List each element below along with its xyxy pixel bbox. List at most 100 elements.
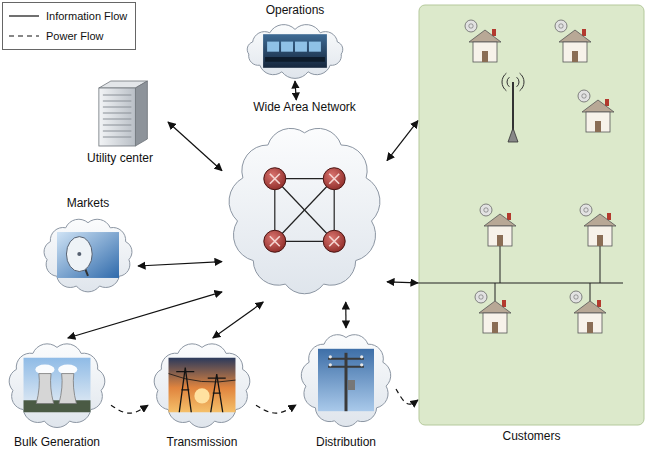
- radio-wave: [507, 77, 509, 87]
- house-door: [597, 235, 603, 246]
- router-arrows: [270, 236, 280, 246]
- network-cloud: Wide Area Network: [222, 100, 387, 302]
- smart-meter-dish: [570, 291, 582, 303]
- distribution-cloud: Distribution: [296, 328, 396, 450]
- monitor-screen: [295, 42, 307, 52]
- network-link: [275, 179, 334, 242]
- information-flow-arrow: [138, 262, 222, 266]
- information-flow-arrow: [168, 122, 222, 171]
- service-drop: [495, 283, 496, 301]
- plant-ground: [24, 400, 91, 412]
- house-wall: [483, 313, 507, 333]
- information-flow-arrow: [213, 302, 263, 338]
- market-picture: [57, 232, 119, 278]
- cloud-outline: [154, 344, 250, 428]
- house-chimney: [597, 300, 601, 307]
- cloud-outline: [301, 335, 390, 427]
- smart-meter-dish: [480, 204, 492, 216]
- distribution-picture: [318, 349, 374, 411]
- service-drop: [500, 246, 501, 283]
- dish-center: [479, 295, 483, 299]
- legend-line-sample: [9, 35, 39, 36]
- service-drop: [600, 246, 601, 283]
- house-door: [482, 51, 488, 62]
- node-label: Distribution: [316, 435, 376, 450]
- building-front: [99, 88, 135, 146]
- house-door: [572, 51, 578, 62]
- satellite-dish: [66, 237, 92, 272]
- router-symbol: [323, 230, 345, 252]
- pole-crossarm: [328, 358, 364, 360]
- building-vent: [103, 137, 131, 138]
- radio-wave: [520, 73, 524, 91]
- power-flow-line: [396, 389, 418, 404]
- dish-center: [469, 24, 473, 28]
- house-chimney: [607, 213, 611, 220]
- cloud-outline: [9, 344, 105, 428]
- generation-cloud: Bulk Generation: [3, 338, 111, 450]
- node-label: Bulk Generation: [14, 435, 100, 450]
- legend-line-sample: [9, 15, 39, 16]
- smart-meter-dish: [555, 20, 567, 32]
- router-symbol: [264, 168, 286, 190]
- service-drop: [590, 283, 591, 301]
- customer-area: [419, 5, 644, 425]
- router-arrows: [329, 174, 339, 184]
- control-desk: [265, 57, 325, 62]
- house-roof: [582, 100, 614, 112]
- house-wall: [588, 226, 612, 246]
- information-flow-arrow: [387, 282, 418, 283]
- plant-picture: [24, 358, 91, 413]
- pole-crossarm: [328, 366, 364, 368]
- building-side: [135, 81, 147, 146]
- building-vent: [103, 113, 131, 114]
- house-wall: [473, 42, 497, 62]
- steam-plume: [35, 365, 54, 375]
- smart-meter-dish: [475, 291, 487, 303]
- house-door: [492, 322, 498, 333]
- house-wall: [578, 313, 602, 333]
- dish-center: [574, 295, 578, 299]
- steam-plume: [58, 365, 77, 375]
- insulator: [329, 355, 332, 358]
- router-symbol: [323, 168, 345, 190]
- customers-illustration: [418, 4, 645, 444]
- node-label: Operations: [266, 3, 325, 18]
- cloud-outline: [247, 25, 343, 79]
- house-chimney: [582, 29, 586, 36]
- house-roof: [479, 301, 511, 313]
- information-flow-arrow: [295, 81, 296, 100]
- house-wall: [563, 42, 587, 62]
- node-label: Wide Area Network: [253, 100, 356, 115]
- legend-sample: [7, 11, 41, 21]
- building-vent: [103, 119, 131, 120]
- dish-center: [484, 208, 488, 212]
- house-chimney: [492, 29, 496, 36]
- legend-label: Information Flow: [46, 10, 127, 22]
- router-arrows: [329, 236, 339, 246]
- cloud-outline: [229, 128, 380, 293]
- building-vent: [103, 131, 131, 132]
- insulator: [360, 363, 363, 366]
- gen-illustration: [3, 338, 111, 450]
- house-roof: [574, 301, 606, 313]
- network-link: [275, 179, 334, 242]
- smart-meter-dish: [578, 90, 590, 102]
- node-label: Customers: [502, 429, 560, 444]
- house-wall: [488, 226, 512, 246]
- transmission-picture: [169, 358, 236, 413]
- house-roof: [559, 30, 591, 42]
- insulator: [360, 355, 363, 358]
- dish-center: [584, 208, 588, 212]
- house-chimney: [605, 99, 609, 106]
- utility-pole: [345, 353, 348, 411]
- house-roof: [469, 30, 501, 42]
- customers-panel: Customers: [418, 4, 645, 444]
- dish-center: [559, 24, 563, 28]
- building-vent: [103, 95, 131, 96]
- monitor-screen: [281, 42, 293, 52]
- radio-wave: [517, 77, 519, 87]
- legend-box: Information FlowPower Flow: [2, 2, 136, 50]
- router-symbol: [264, 230, 286, 252]
- house-door: [595, 121, 601, 132]
